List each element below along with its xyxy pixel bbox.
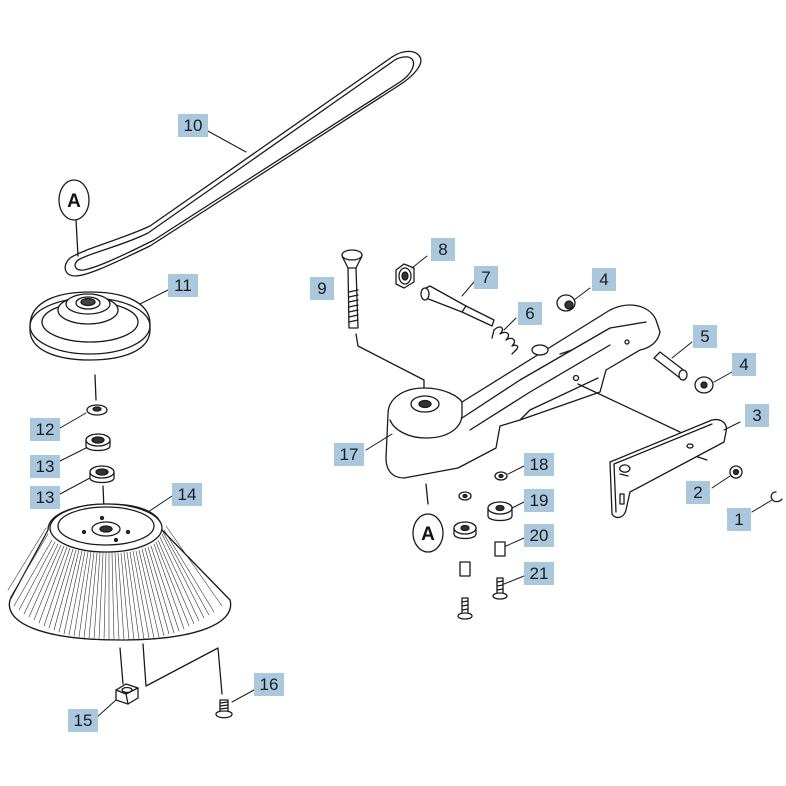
bush-19-left bbox=[453, 521, 477, 540]
washer-12 bbox=[86, 404, 108, 416]
bracket-plate bbox=[609, 418, 728, 519]
callout-19[interactable]: 19 bbox=[524, 489, 554, 512]
bush-19-right bbox=[487, 501, 513, 522]
washer-2 bbox=[729, 465, 743, 479]
axle-7 bbox=[420, 285, 495, 327]
callout-20[interactable]: 20 bbox=[524, 524, 554, 547]
callout-18[interactable]: 18 bbox=[524, 453, 554, 476]
bearing-13-upper bbox=[85, 433, 111, 452]
marker-a-top-label: A bbox=[67, 191, 81, 212]
callout-2[interactable]: 2 bbox=[686, 481, 710, 504]
callout-13-lower[interactable]: 13 bbox=[30, 486, 60, 509]
pulley bbox=[29, 291, 151, 361]
callout-14[interactable]: 14 bbox=[172, 483, 202, 506]
spacer-4-upper bbox=[556, 294, 576, 312]
callout-9[interactable]: 9 bbox=[310, 277, 334, 300]
drive-belt bbox=[64, 50, 422, 277]
washer-4-lower bbox=[694, 376, 714, 394]
sleeve-20-right bbox=[494, 541, 506, 557]
marker-a-bottom-label: A bbox=[421, 524, 435, 545]
callout-11[interactable]: 11 bbox=[168, 274, 198, 297]
spring-6 bbox=[491, 326, 519, 355]
callout-6[interactable]: 6 bbox=[518, 302, 542, 325]
leader-lines bbox=[59, 129, 773, 719]
callout-1[interactable]: 1 bbox=[727, 508, 751, 531]
callout-4-lower[interactable]: 4 bbox=[732, 353, 756, 376]
callout-12[interactable]: 12 bbox=[30, 418, 60, 441]
circlip-1 bbox=[770, 491, 783, 503]
callout-17[interactable]: 17 bbox=[334, 443, 364, 466]
callout-21[interactable]: 21 bbox=[524, 562, 554, 585]
callout-8[interactable]: 8 bbox=[431, 238, 455, 261]
washer-18-left bbox=[458, 491, 472, 501]
callout-4-upper[interactable]: 4 bbox=[592, 268, 616, 291]
screw-16 bbox=[215, 699, 233, 719]
callout-10[interactable]: 10 bbox=[178, 114, 208, 137]
callout-3[interactable]: 3 bbox=[745, 404, 769, 427]
screw-21-right bbox=[492, 577, 508, 600]
pin-5 bbox=[653, 351, 688, 381]
bolt-9 bbox=[341, 249, 363, 329]
brush-arm bbox=[385, 304, 661, 479]
sleeve-20-left bbox=[459, 561, 471, 577]
callout-7[interactable]: 7 bbox=[474, 266, 498, 289]
reference-marker-a-top bbox=[58, 179, 90, 221]
flange-nut-8 bbox=[395, 263, 415, 289]
nut bbox=[115, 683, 139, 705]
side-brush bbox=[7, 503, 232, 641]
reference-marker-a-bottom bbox=[412, 513, 444, 553]
callout-15[interactable]: 15 bbox=[68, 709, 98, 732]
callout-13-upper[interactable]: 13 bbox=[30, 455, 60, 478]
washer-18-right bbox=[494, 471, 508, 481]
screw-21-left bbox=[457, 597, 473, 620]
callout-16[interactable]: 16 bbox=[254, 673, 284, 696]
bearing-13-lower bbox=[89, 465, 115, 484]
callout-5[interactable]: 5 bbox=[693, 325, 717, 348]
